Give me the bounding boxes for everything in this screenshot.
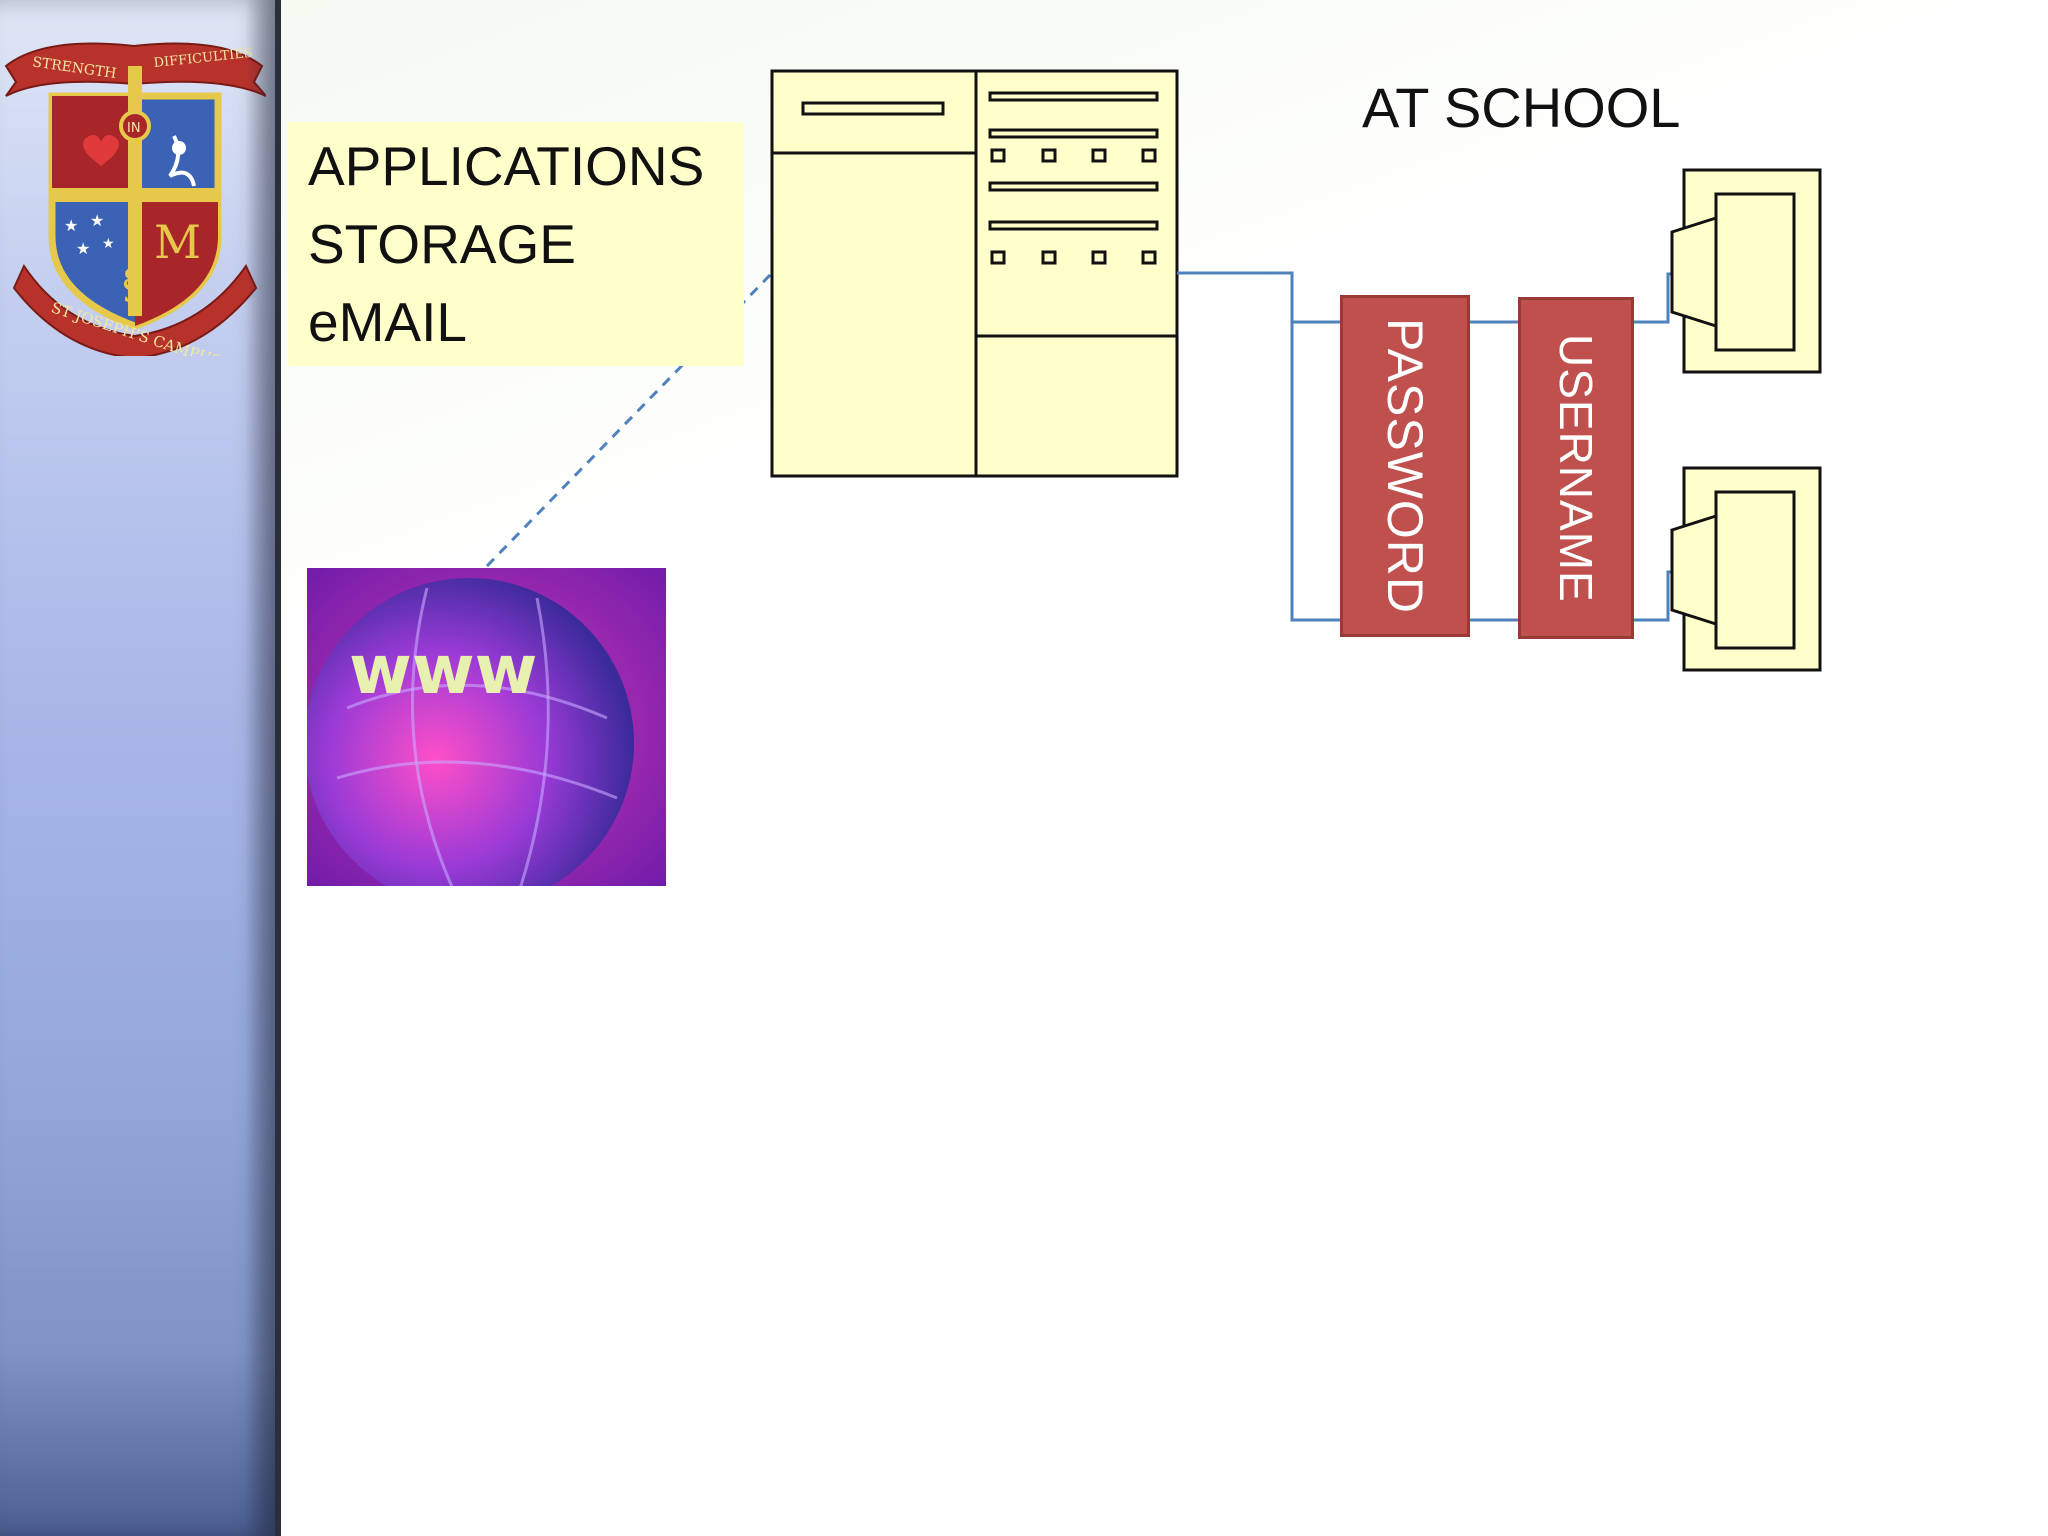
svg-text:★: ★: [102, 235, 115, 251]
server-rack-icon: [770, 69, 1179, 478]
sidebar: STRENGTH DIFFICULTIES IN ★ ★ ★ ★ M §: [0, 0, 281, 1536]
location-title: AT SCHOOL: [1362, 76, 1681, 139]
computer-monitor-icon: [1670, 168, 1822, 374]
svg-text:M: M: [154, 215, 201, 269]
school-crest-logo: STRENGTH DIFFICULTIES IN ★ ★ ★ ★ M §: [4, 42, 266, 356]
service-applications: APPLICATIONS: [308, 135, 705, 197]
password-block: PASSWORD: [1340, 295, 1470, 637]
username-label: USERNAME: [1550, 333, 1602, 603]
internet-link-dashed: [485, 271, 774, 568]
svg-text:★: ★: [90, 213, 104, 230]
globe-www-text: www: [349, 631, 537, 710]
service-storage: STORAGE: [308, 213, 576, 275]
services-label-box: APPLICATIONS STORAGE eMAIL: [288, 122, 744, 366]
svg-text:★: ★: [76, 241, 90, 258]
svg-text:IN: IN: [127, 121, 141, 136]
password-label: PASSWORD: [1377, 318, 1433, 614]
svg-text:§: §: [122, 262, 142, 308]
www-globe-image: www: [307, 568, 666, 886]
computer-monitor-icon: [1670, 466, 1822, 672]
svg-text:★: ★: [64, 218, 78, 235]
username-block: USERNAME: [1518, 297, 1634, 639]
service-email: eMAIL: [308, 291, 467, 353]
network-connectors: [1177, 271, 1672, 622]
